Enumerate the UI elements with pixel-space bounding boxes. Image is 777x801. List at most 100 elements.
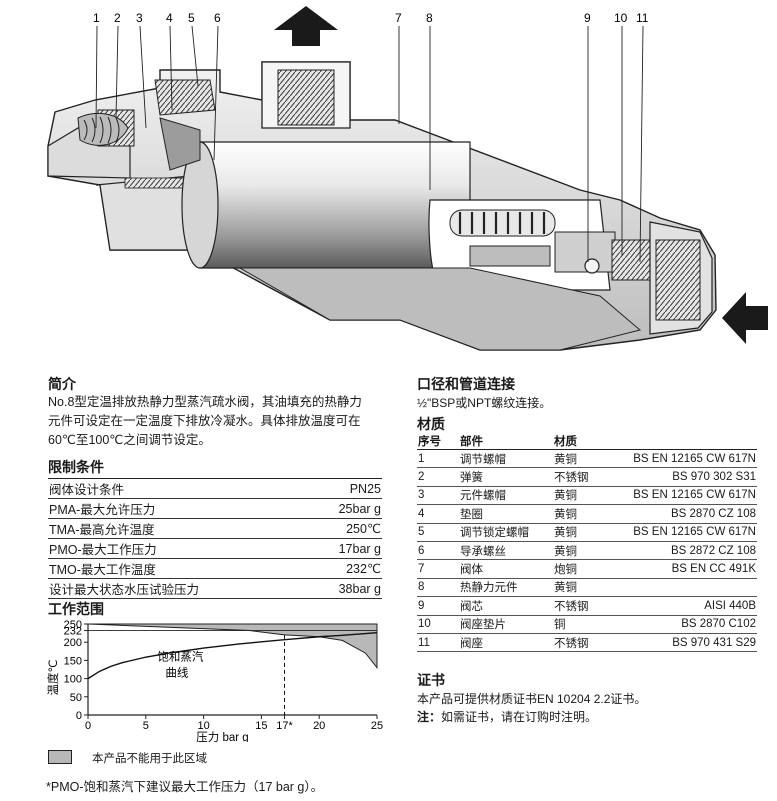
col-header-part: 部件	[459, 432, 553, 450]
callout-3: 3	[136, 11, 143, 25]
cell-part: 热静力元件	[459, 578, 553, 598]
intro-text: No.8型定温排放热静力型蒸汽疏水阀，其油填充的热静力 元件可设定在一定温度下排…	[48, 393, 388, 450]
cell-standard: AISI 440B	[611, 596, 757, 616]
y-tick-label: 232	[64, 626, 82, 638]
steam-trap-cross-section-drawing: 1 2 3 4 5 6 7 8 9 10 11	[47, 6, 768, 351]
x-tick-label: 15	[255, 720, 267, 732]
x-tick-label: 10	[197, 720, 209, 732]
cell-material: 黄铜	[553, 486, 611, 506]
excluded-region-legend-text: 本产品不能用于此区域	[92, 753, 207, 765]
materials-heading: 材质	[417, 416, 445, 432]
cell-no: 5	[417, 523, 459, 542]
cell-no: 1	[417, 449, 459, 469]
outlet-thread	[277, 69, 335, 126]
cell-part: 阀体	[459, 559, 553, 579]
cell-material: 黄铜	[553, 449, 611, 469]
cell-material: 不锈钢	[553, 467, 611, 487]
excluded-region	[87, 623, 378, 670]
connections-heading: 口径和管道连接	[417, 376, 515, 392]
limits-heading: 限制条件	[48, 459, 104, 475]
curve-label: 曲线	[165, 665, 188, 679]
cell-no: 6	[417, 541, 459, 561]
cell-part: 垫圈	[459, 504, 553, 524]
x-axis-label: 压力 bar g	[196, 731, 248, 742]
note-text: 如需证书，请在订购时注明。	[441, 710, 598, 724]
cell-material: 炮铜	[553, 559, 611, 579]
range-heading: 工作范围	[48, 601, 104, 617]
cell-part: 阀座	[459, 633, 553, 653]
cell-no: 10	[417, 615, 459, 634]
col-header-material: 材质	[553, 432, 611, 450]
cell-part: 元件螺帽	[459, 486, 553, 506]
cell-part: 弹簧	[459, 467, 553, 487]
intro-line: No.8型定温排放热静力型蒸汽疏水阀，其油填充的热静力	[48, 395, 362, 409]
cell-material: 黄铜	[553, 504, 611, 524]
cell-material: 黄铜	[553, 541, 611, 561]
pmo-footnote: *PMO-饱和蒸汽下建议最大工作压力（17 bar g）。	[46, 780, 324, 794]
cell-standard: BS EN 12165 CW 617N	[611, 523, 757, 542]
cell-standard: BS 2870 CZ 108	[611, 504, 757, 524]
certificate-note: 注：如需证书，请在订购时注明。	[417, 708, 597, 725]
intro-heading: 简介	[48, 376, 76, 392]
x-tick-label: 0	[85, 720, 91, 732]
note-label: 注：	[417, 710, 442, 724]
callout-leaders	[95, 25, 644, 263]
connections-text: ½"BSP或NPT螺纹连接。	[417, 396, 552, 410]
materials-header-row: 序号 部件 材质	[417, 432, 757, 450]
certificate-text: 本产品可提供材质证书EN 10204 2.2证书。	[417, 692, 647, 706]
saturation-curve	[87, 632, 378, 680]
col-header-standard	[611, 432, 757, 450]
curve-label: 饱和蒸汽	[157, 649, 203, 663]
callout-7: 7	[395, 11, 402, 25]
outlet-flow-arrow	[274, 6, 338, 46]
cell-part: 调节锁定螺帽	[459, 523, 553, 542]
cell-no: 3	[417, 486, 459, 506]
y-tick-label: 50	[70, 692, 82, 704]
cell-standard: BS 970 302 S31	[611, 467, 757, 487]
x-tick-label: 20	[313, 720, 325, 732]
cell-material: 黄铜	[553, 578, 611, 598]
callout-1: 1	[93, 11, 100, 25]
callout-2: 2	[114, 11, 121, 25]
x-tick-label: 5	[143, 720, 149, 732]
cell-no: 9	[417, 596, 459, 616]
cell-part: 阀座垫片	[459, 615, 553, 634]
callout-9: 9	[584, 11, 591, 25]
cell-part: 导承螺丝	[459, 541, 553, 561]
cell-standard: BS 970 431 S29	[611, 633, 757, 653]
cell-part: 调节螺帽	[459, 449, 553, 469]
cell-standard: BS 2872 CZ 108	[611, 541, 757, 561]
cell-standard: BS EN 12165 CW 617N	[611, 486, 757, 506]
cell-standard: BS EN CC 491K	[611, 559, 757, 579]
cell-no: 4	[417, 504, 459, 524]
y-tick-label: 100	[64, 674, 82, 686]
callout-4: 4	[166, 11, 173, 25]
cell-standard: BS 2870 C102	[611, 615, 757, 634]
intro-line: 60℃至100℃之间调节设定。	[48, 433, 211, 447]
callout-6: 6	[214, 11, 221, 25]
cell-material: 铜	[553, 615, 611, 634]
intro-line: 元件可设定在一定温度下排放冷凝水。具体排放温度可在	[48, 414, 361, 428]
cell-no: 7	[417, 559, 459, 579]
col-header-no: 序号	[417, 432, 459, 450]
cell-standard	[611, 578, 757, 598]
